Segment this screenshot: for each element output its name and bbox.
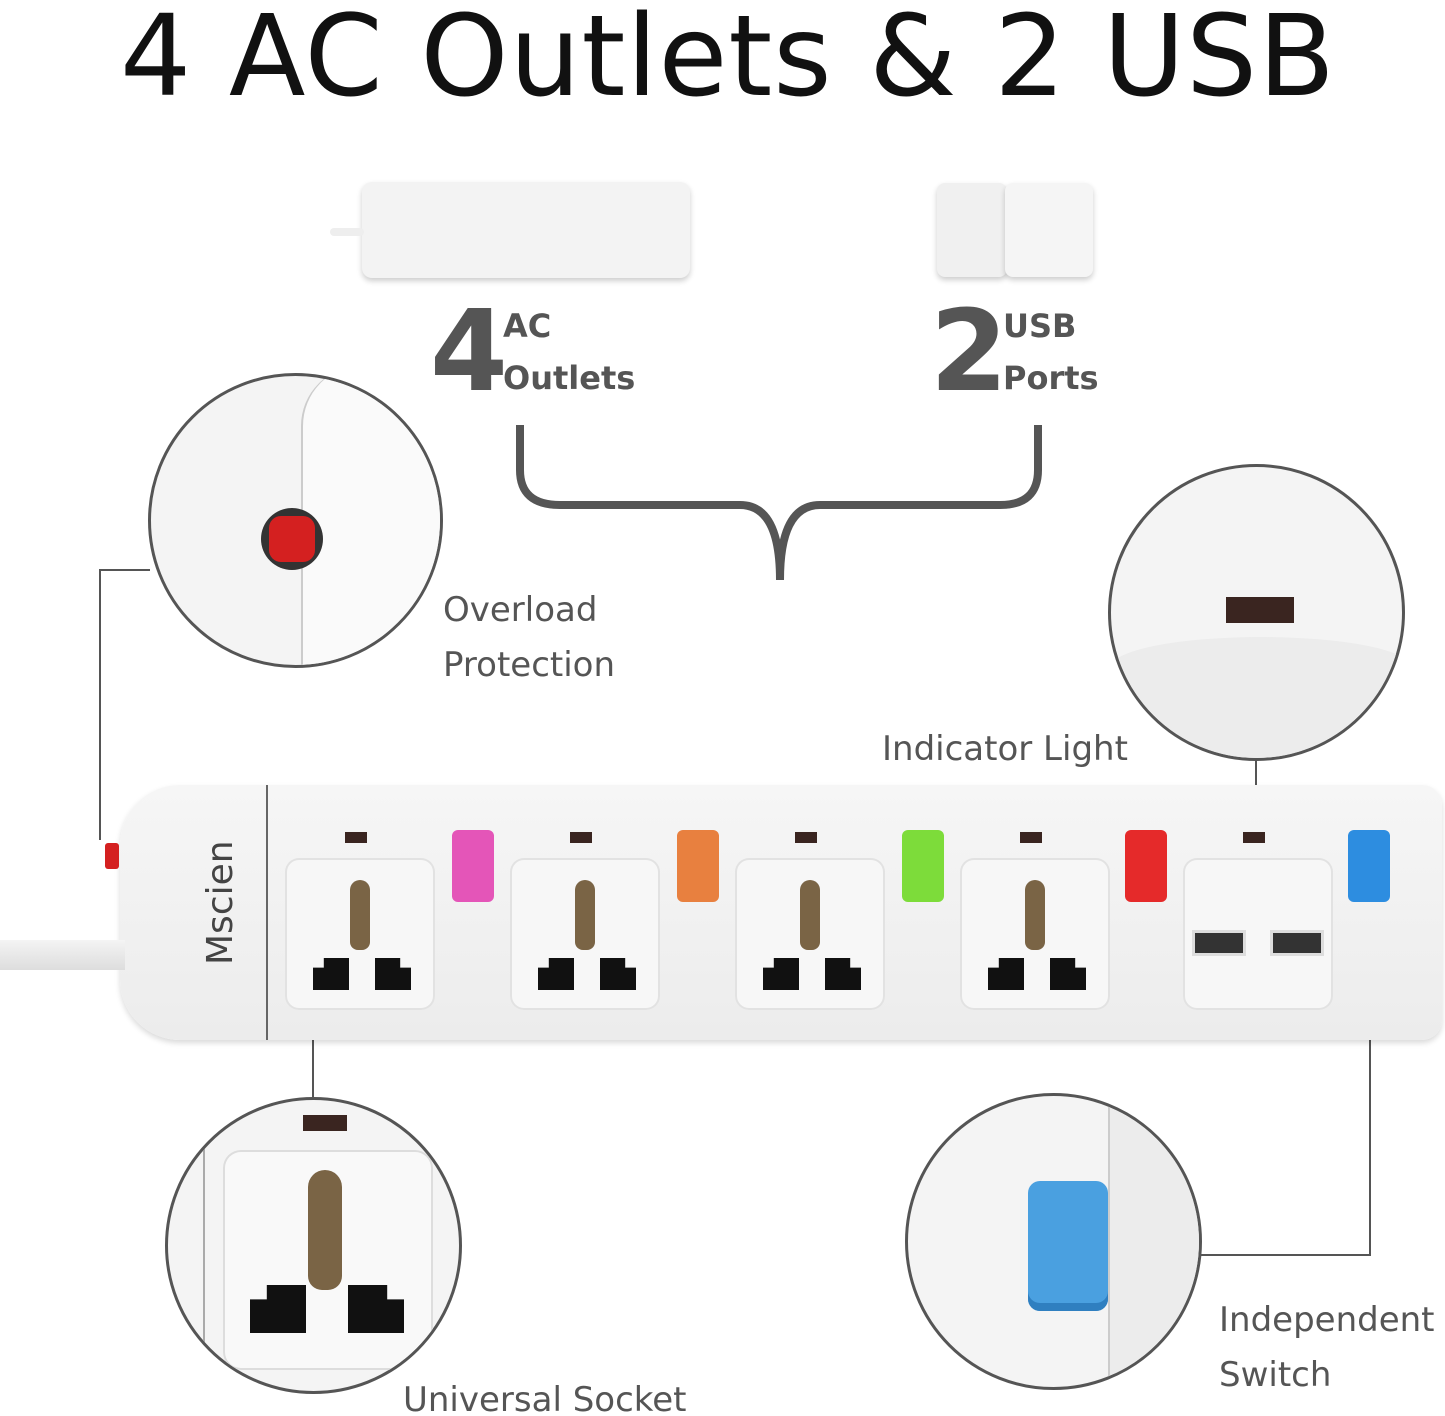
switch-orange[interactable] — [677, 830, 719, 902]
overload-label-2: Protection — [443, 645, 616, 685]
indicator-led-4 — [1020, 832, 1042, 843]
switch-zoom-circle — [905, 1093, 1202, 1390]
ac-outlet-2[interactable] — [510, 858, 660, 1010]
switch-pink[interactable] — [452, 830, 494, 902]
socket-label: Universal Socket — [403, 1380, 687, 1416]
indicator-zoom-circle — [1108, 464, 1405, 761]
divider — [266, 785, 268, 1040]
indicator-led-5 — [1243, 832, 1265, 843]
mini-cord — [330, 228, 364, 236]
ac-label-2: Outlets — [503, 359, 636, 397]
overload-label-1: Overload — [443, 590, 598, 630]
headline: 4 AC Outlets & 2 USB — [120, 0, 1336, 122]
usb-count: 2 — [930, 287, 1008, 417]
overload-zoom-circle — [148, 373, 443, 668]
brand-logo: Mscien — [200, 840, 241, 965]
usb-port-2[interactable] — [1270, 930, 1324, 956]
socket-zoom-circle — [165, 1097, 462, 1394]
overload-leader — [99, 569, 150, 840]
switch-blue-large — [1028, 1181, 1108, 1311]
usb-port-1[interactable] — [1192, 930, 1246, 956]
switch-label-2: Switch — [1219, 1355, 1332, 1395]
indicator-led — [1226, 597, 1294, 623]
ac-outlet-1[interactable] — [285, 858, 435, 1010]
ac-outlet-3[interactable] — [735, 858, 885, 1010]
ac-count: 4 — [430, 287, 508, 417]
brace — [516, 425, 1042, 581]
indicator-led-3 — [795, 832, 817, 843]
usb-charger-2 — [1005, 183, 1093, 277]
overload-button-small — [105, 843, 119, 869]
ac-outlet-4[interactable] — [960, 858, 1110, 1010]
indicator-led-2 — [570, 832, 592, 843]
indicator-led-1 — [345, 832, 367, 843]
usb-label-1: USB — [1003, 307, 1077, 345]
mini-power-strip-image — [362, 182, 690, 278]
switch-green[interactable] — [902, 830, 944, 902]
power-cord — [0, 940, 125, 970]
switch-label-1: Independent — [1219, 1300, 1435, 1340]
switch-red[interactable] — [1125, 830, 1167, 902]
switch-blue[interactable] — [1348, 830, 1390, 902]
ac-label-1: AC — [503, 307, 552, 345]
usb-chargers-image — [937, 183, 1007, 277]
usb-label-2: Ports — [1003, 359, 1099, 397]
indicator-label: Indicator Light — [882, 729, 1128, 769]
